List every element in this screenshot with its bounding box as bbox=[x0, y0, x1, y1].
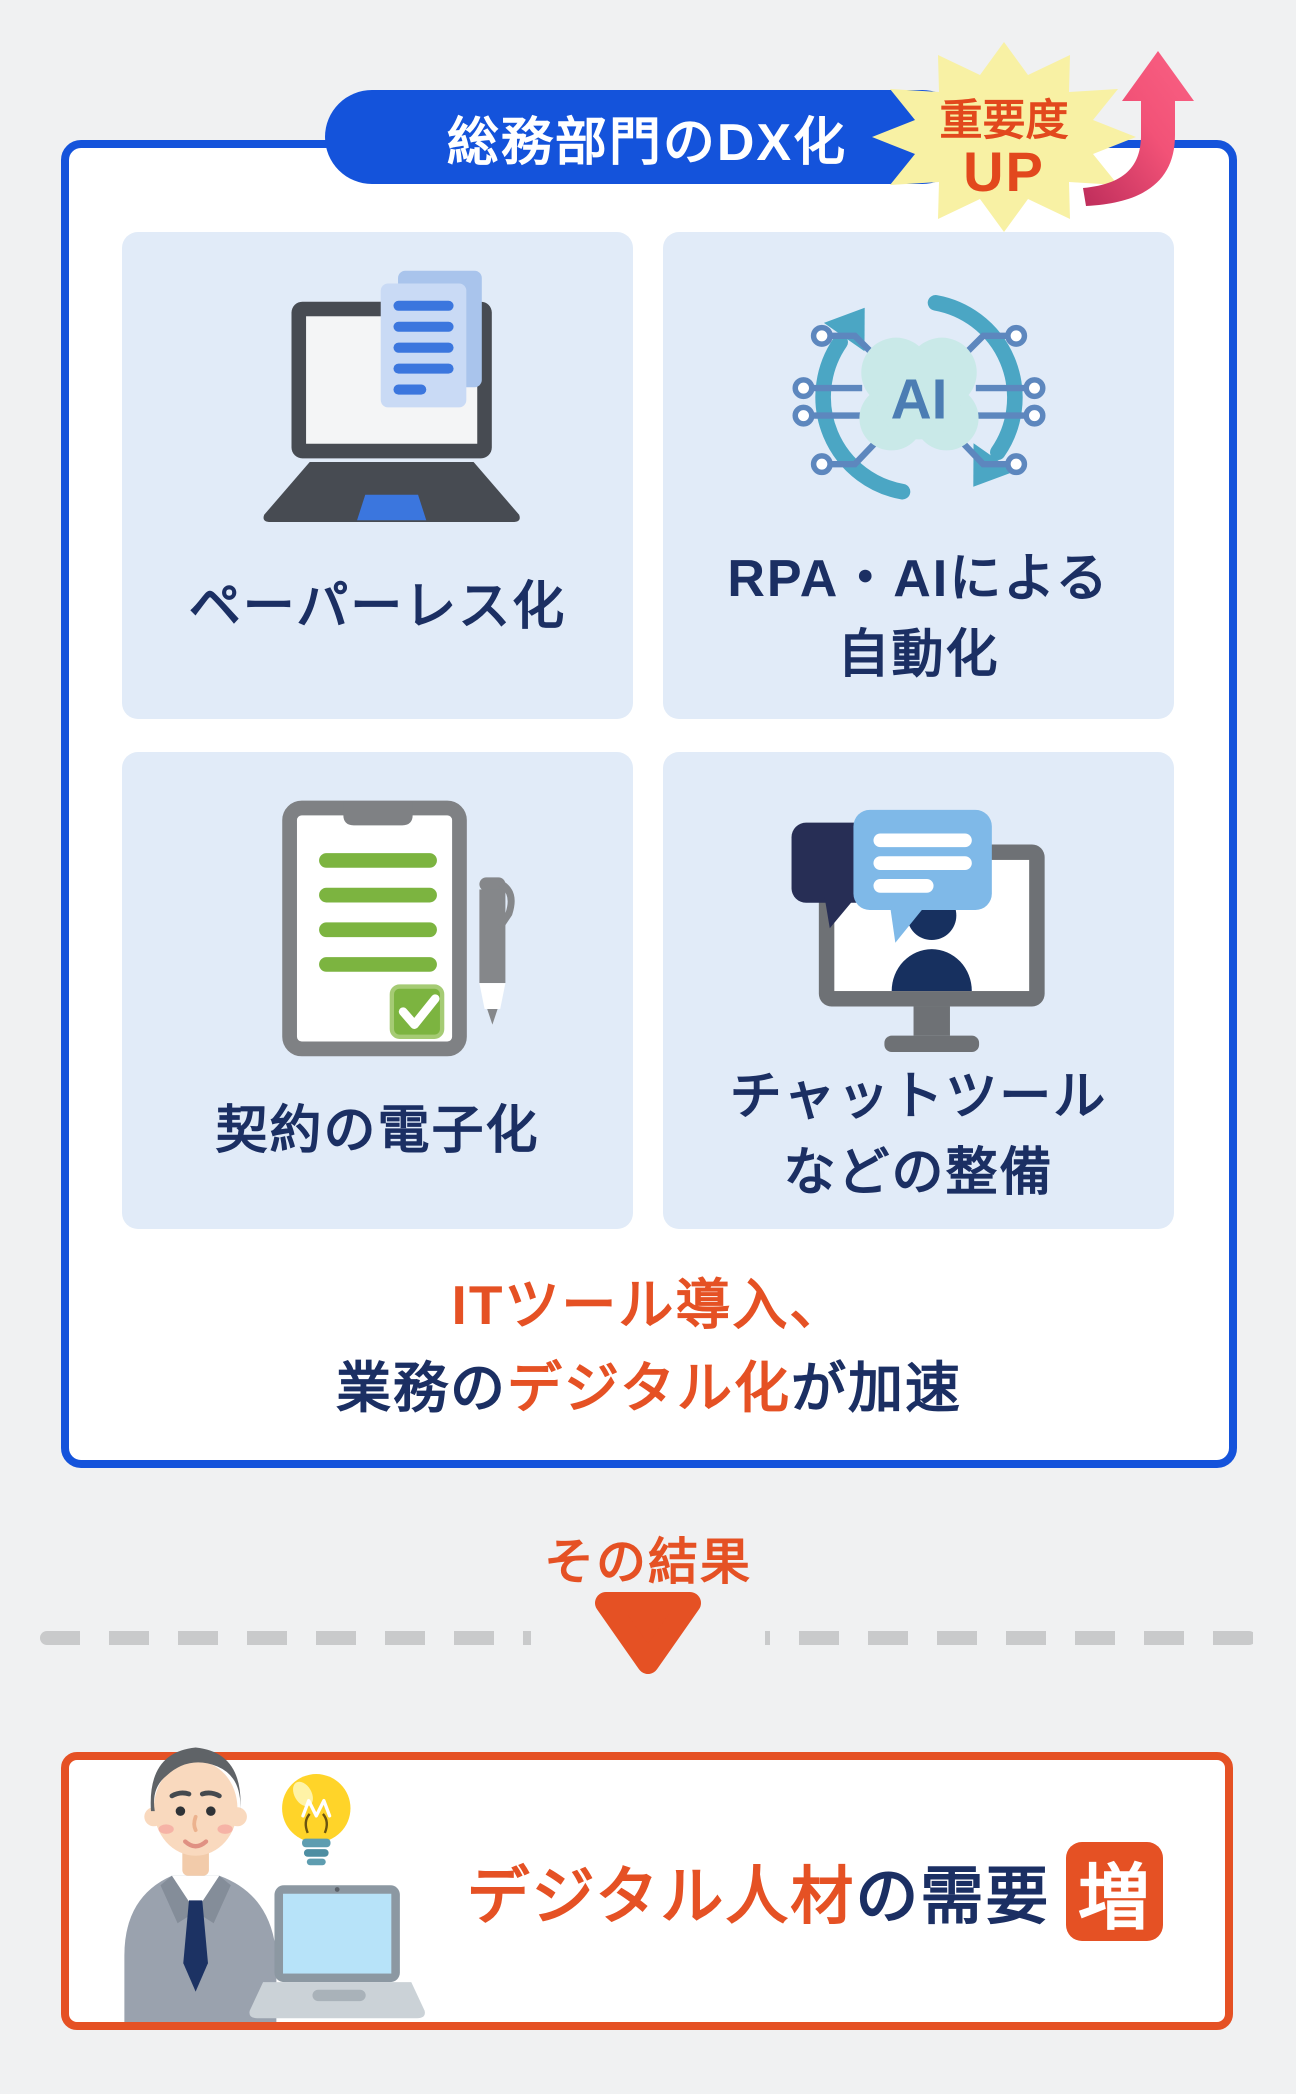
tile-rpa-ai: AI RPA・AIによる 自動化 bbox=[663, 232, 1174, 719]
down-triangle-wrap bbox=[531, 1588, 765, 1678]
up-arrow-icon bbox=[1083, 51, 1194, 206]
svg-text:AI: AI bbox=[890, 368, 947, 431]
tile-paperless: ペーパーレス化 bbox=[122, 232, 633, 719]
chat-tool-monitor-icon bbox=[791, 809, 1045, 1053]
businessman-laptop-illustration bbox=[124, 1747, 425, 2022]
tile-e-contract: 契約の電子化 bbox=[122, 752, 633, 1229]
summary-line2: 業務のデジタル化が加速 bbox=[336, 1356, 962, 1419]
tile-label-paperless: ペーパーレス化 bbox=[188, 577, 567, 636]
digital-talent-card bbox=[61, 1752, 1233, 2030]
demand-middle: の需要 bbox=[855, 1861, 1051, 1932]
contract-clipboard-icon bbox=[281, 800, 515, 1057]
down-triangle-icon bbox=[595, 1592, 701, 1674]
summary-line1: ITツール導入、 bbox=[451, 1274, 847, 1336]
tile-label-chat-tools: チャットツール などの整備 bbox=[729, 1068, 1108, 1202]
dx-overview-card: ペーパーレス化 bbox=[61, 140, 1237, 1468]
page-title: 総務部門のDX化 bbox=[446, 113, 848, 172]
laptop-icon bbox=[249, 1885, 425, 2019]
lightbulb-icon bbox=[282, 1774, 351, 1866]
summary-text: ITツール導入、 業務のデジタル化が加速 bbox=[69, 1264, 1229, 1429]
increase-badge: 増 bbox=[1066, 1841, 1164, 1941]
tile-label-rpa-ai: RPA・AIによる 自動化 bbox=[727, 550, 1110, 684]
demand-statement: デジタル人材の需要増 bbox=[430, 1752, 1200, 2030]
svg-text:UP: UP bbox=[963, 140, 1045, 203]
result-label: その結果 bbox=[544, 1534, 752, 1590]
header-pill: 総務部門のDX化 bbox=[325, 90, 969, 184]
tile-label-e-contract: 契約の電子化 bbox=[215, 1101, 540, 1160]
tile-chat-tools: チャットツール などの整備 bbox=[663, 752, 1174, 1229]
laptop-paperless-icon bbox=[263, 270, 520, 523]
starburst-shape bbox=[872, 42, 1136, 232]
demand-highlight: デジタル人材 bbox=[466, 1861, 856, 1932]
importance-up-badge: 重要度 UP bbox=[872, 42, 1136, 232]
rpa-ai-automation-icon: AI bbox=[792, 295, 1045, 500]
svg-text:重要度: 重要度 bbox=[940, 97, 1069, 145]
